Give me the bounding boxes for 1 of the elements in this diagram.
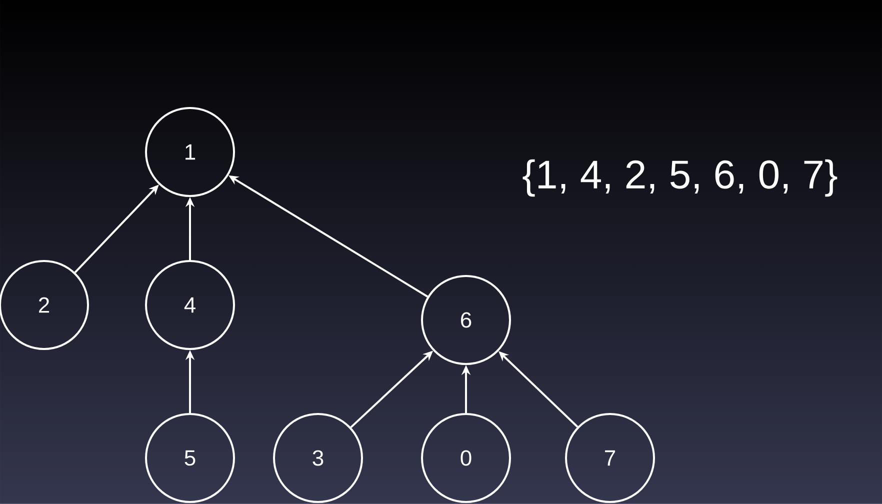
traversal-order-text: {1, 4, 2, 5, 6, 0, 7} (522, 159, 838, 197)
